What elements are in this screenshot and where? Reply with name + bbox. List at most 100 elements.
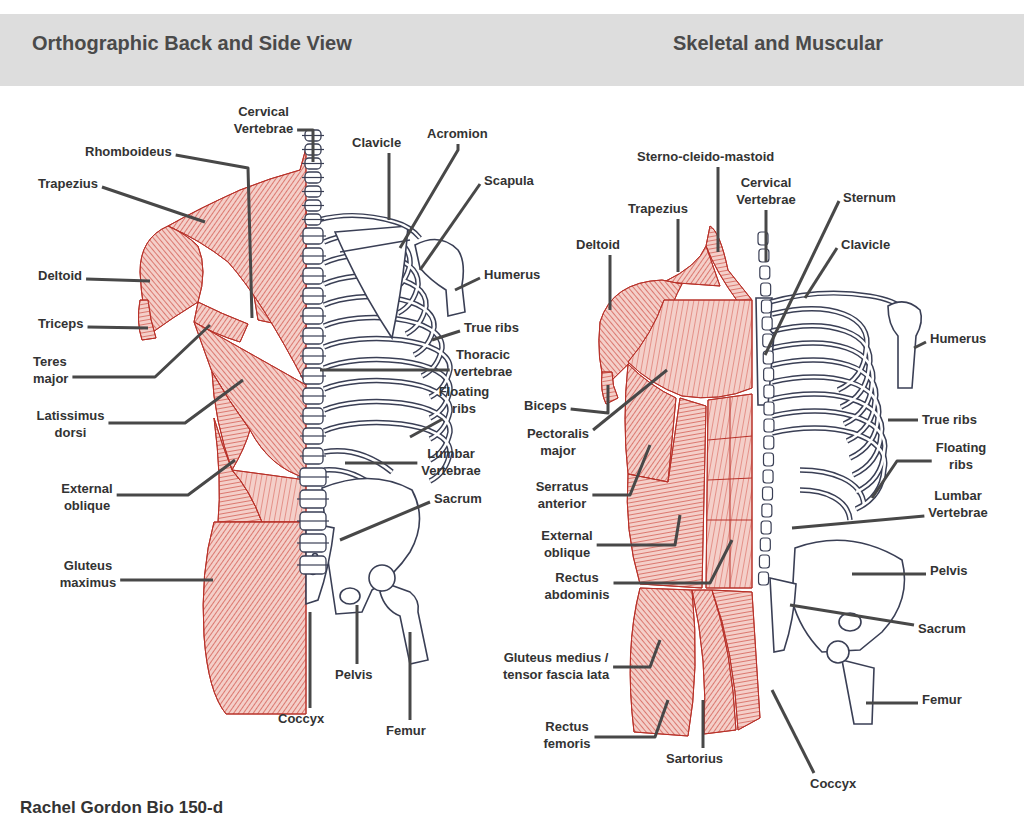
leader-line xyxy=(571,385,608,413)
label-slot: Rectus abdominis xyxy=(536,569,618,603)
label-slot: Serratus anterior xyxy=(526,478,598,512)
biceps-muscle xyxy=(602,372,619,404)
leader-line xyxy=(852,573,926,576)
muscle-hatching xyxy=(664,246,720,286)
part-label: Sternum xyxy=(843,190,896,205)
leader-line xyxy=(765,210,768,262)
part-label: Lumbar Vertebrae xyxy=(421,446,480,478)
vertebra-process xyxy=(302,219,324,220)
front-muscles xyxy=(599,226,760,736)
bone-highlight xyxy=(318,215,420,238)
part-label: Femur xyxy=(922,692,962,707)
title: Orthographic Back and Side View xyxy=(32,32,352,54)
label-slot: Rectus femoris xyxy=(534,718,600,752)
gluteus-muscle xyxy=(203,522,306,714)
leader-line xyxy=(613,640,660,667)
part-label: Coccyx xyxy=(810,776,856,791)
label-slot: Coccyx xyxy=(278,710,324,727)
muscle-hatching xyxy=(706,394,752,588)
vertebra-process xyxy=(300,295,326,296)
leader-line xyxy=(432,331,460,340)
leader-line xyxy=(592,445,650,495)
part-label: Humerus xyxy=(484,267,540,282)
label-slot: Lumbar Vertebrae xyxy=(412,445,490,479)
femur-bone xyxy=(842,660,874,724)
leader-line xyxy=(340,502,430,540)
vertebra-process xyxy=(297,542,329,543)
muscle-hatching xyxy=(602,372,619,404)
leader-line xyxy=(594,700,668,737)
leader-line xyxy=(120,579,213,582)
leader-line xyxy=(388,153,391,220)
part-label: Biceps xyxy=(524,398,567,413)
vertebra-process xyxy=(300,235,326,236)
vertebra xyxy=(761,283,771,296)
label-slot: Triceps xyxy=(38,315,84,332)
vertebra xyxy=(760,266,770,279)
label-slot: Femur xyxy=(922,691,962,708)
part-label: Coccyx xyxy=(278,711,324,726)
pelvis-bone xyxy=(792,540,905,652)
leader-line xyxy=(400,144,458,248)
leader-line xyxy=(410,419,443,437)
part-label: Sacrum xyxy=(918,621,966,636)
vertebra-process xyxy=(300,375,326,376)
label-slot: Floating ribs xyxy=(430,383,498,417)
part-label: Clavicle xyxy=(841,237,890,252)
label-slot: Clavicle xyxy=(841,236,890,253)
label-slot: Latissimus dorsi xyxy=(28,407,113,441)
muscle-hatching xyxy=(232,470,306,522)
vertebra xyxy=(763,470,773,483)
leader-line xyxy=(72,325,210,377)
label-slot: Sterno-cleido-mastoid xyxy=(637,148,774,165)
rib-fill xyxy=(800,490,850,520)
label-slot: Deltoid xyxy=(38,267,82,284)
spine xyxy=(297,130,329,574)
vertebra-process xyxy=(297,564,329,565)
leader-line xyxy=(356,605,359,664)
vertebra-process xyxy=(297,520,329,521)
label-slot: Rhomboideus xyxy=(85,143,172,160)
leader-line xyxy=(914,342,926,348)
part-label: True ribs xyxy=(464,320,519,335)
label-slot: Gluteus medius / tensor fascia lata xyxy=(494,649,618,683)
part-label: Gluteus maximus xyxy=(60,558,116,590)
vertebra-process xyxy=(300,415,326,416)
back-muscles xyxy=(138,148,306,714)
part-label: Rectus abdominis xyxy=(544,570,609,602)
part-label: Latissimus dorsi xyxy=(37,408,105,440)
label-slot: Acromion xyxy=(427,125,488,142)
lumbar-fascia xyxy=(232,470,306,522)
rib-fill xyxy=(772,411,885,492)
vertebra-process xyxy=(300,255,326,256)
spine xyxy=(758,232,774,585)
part-label: Sartorius xyxy=(666,751,723,766)
part-label: Deltoid xyxy=(576,237,620,252)
part-label: Cervical Vertebrae xyxy=(234,104,293,136)
scm-muscle xyxy=(706,226,752,302)
vertebra xyxy=(761,300,771,313)
vertebra xyxy=(761,521,771,534)
vertebra-process xyxy=(302,205,324,206)
leader-line xyxy=(420,184,480,270)
part-label: Trapezius xyxy=(628,201,688,216)
leader-line xyxy=(117,460,235,495)
leader-line xyxy=(108,380,243,423)
rib-outline xyxy=(772,411,885,492)
part-label: Triceps xyxy=(38,316,84,331)
muscle-hatching xyxy=(203,522,306,714)
vertebra xyxy=(762,504,772,517)
vertebra xyxy=(762,317,772,330)
leader-line xyxy=(717,167,720,252)
part-label: External oblique xyxy=(61,481,112,513)
femur-head xyxy=(369,565,395,591)
part-label: Rhomboideus xyxy=(85,144,172,159)
label-slot: Pectoralis major xyxy=(514,425,602,459)
leader-line xyxy=(772,690,814,773)
leader-line xyxy=(790,605,914,625)
leader-line xyxy=(309,612,312,708)
vertebra-process xyxy=(300,435,326,436)
part-label: Sacrum xyxy=(434,491,482,506)
vertebra xyxy=(763,453,773,466)
